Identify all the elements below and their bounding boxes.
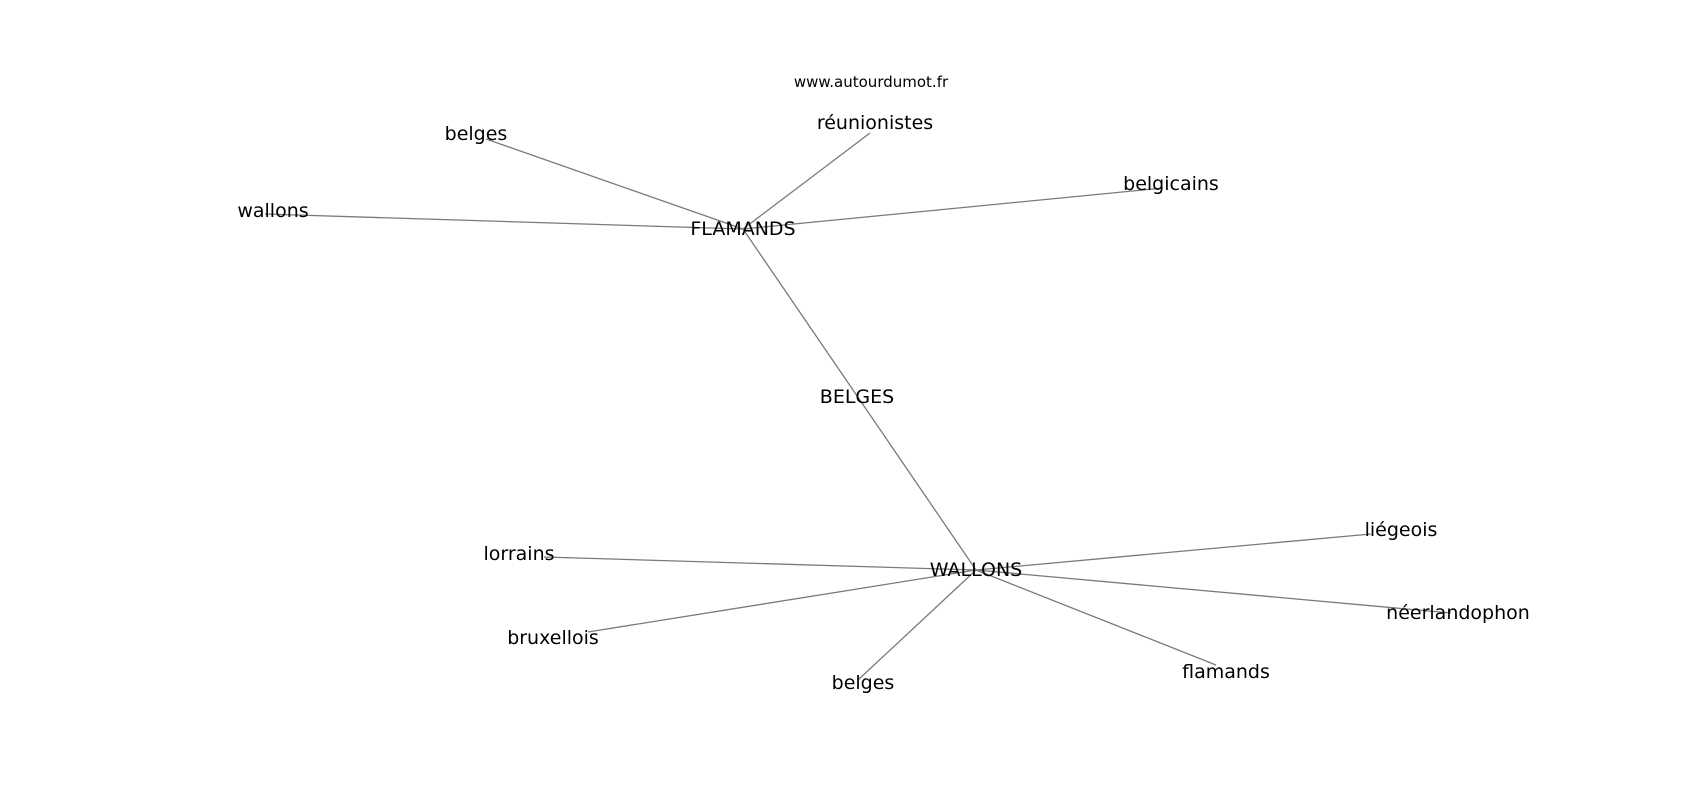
node-belges-top[interactable]: belges	[445, 123, 508, 145]
edge-flamands_hub-wallons_hub	[742, 228, 977, 571]
node-flamands-hub[interactable]: FLAMANDS	[690, 218, 795, 240]
edge-flamands_hub-reunionistes	[742, 132, 871, 230]
node-reunionistes[interactable]: réunionistes	[817, 112, 933, 134]
graph-edges	[264, 132, 1452, 681]
edge-wallons_hub-lorrains	[543, 556, 977, 571]
edge-wallons_hub-neerlandophon	[975, 569, 1452, 614]
node-neerlandophon[interactable]: néerlandophon	[1386, 602, 1530, 624]
node-belgicains[interactable]: belgicains	[1123, 173, 1219, 195]
center-word: BELGES	[820, 386, 894, 408]
edge-flamands_hub-belgicains	[742, 187, 1164, 230]
edge-flamands_hub-wallons_leaf	[264, 213, 744, 230]
node-wallons-hub[interactable]: WALLONS	[930, 559, 1022, 581]
node-liegeois[interactable]: liégeois	[1365, 519, 1438, 541]
edge-flamands_hub-belges_top	[485, 138, 744, 230]
site-watermark: www.autourdumot.fr	[794, 73, 949, 91]
edge-wallons_hub-flamands_leaf	[975, 569, 1217, 666]
edge-wallons_hub-liegeois	[975, 533, 1372, 571]
node-belges-bottom[interactable]: belges	[832, 672, 895, 694]
node-wallons-leaf[interactable]: wallons	[237, 200, 308, 222]
graph-nodes: FLAMANDS WALLONS belges wallons réunioni…	[237, 112, 1529, 694]
node-flamands-leaf[interactable]: flamands	[1182, 661, 1270, 683]
edge-wallons_hub-bruxellois	[587, 569, 977, 633]
node-lorrains[interactable]: lorrains	[483, 543, 554, 565]
node-bruxellois[interactable]: bruxellois	[507, 627, 599, 649]
edge-wallons_hub-belges_bottom	[857, 569, 977, 681]
